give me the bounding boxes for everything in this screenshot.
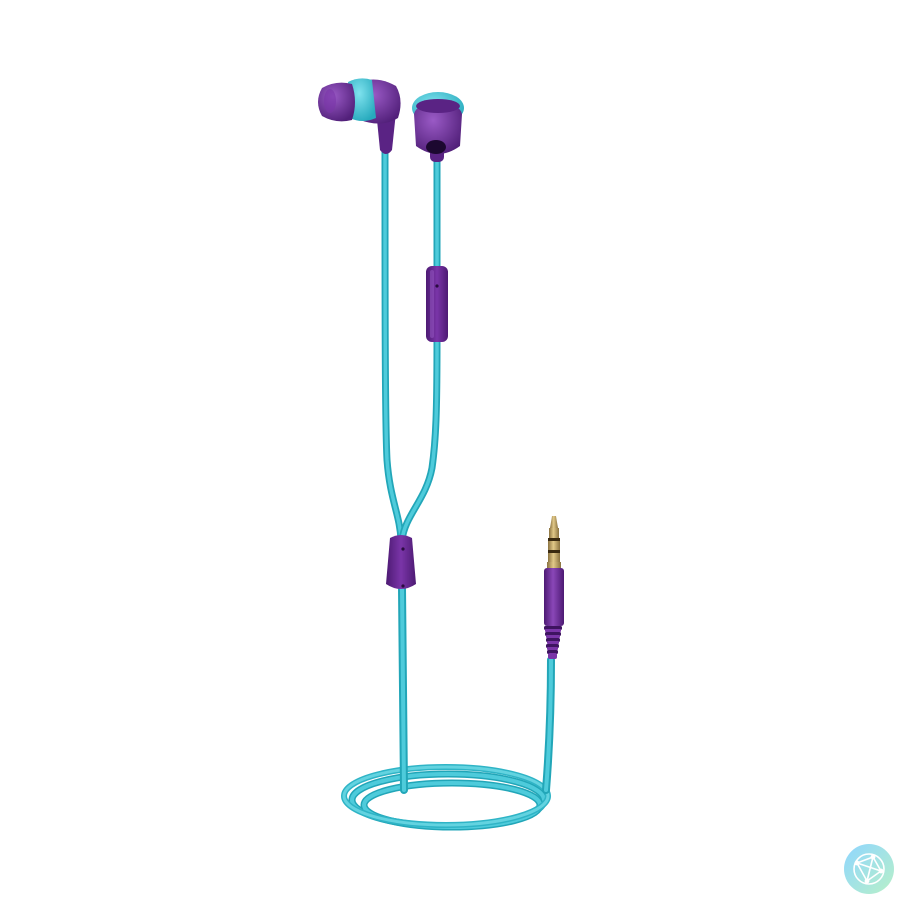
right-cable — [398, 154, 441, 544]
remote-mic-hole — [435, 284, 439, 288]
main-cable — [398, 584, 408, 794]
audio-jack-plug — [544, 516, 564, 659]
jack-cable — [542, 656, 555, 794]
right-earbud — [412, 92, 464, 162]
left-cable — [381, 146, 405, 544]
cable-coil — [341, 764, 551, 831]
globe-network-icon — [844, 844, 894, 894]
left-earbud — [318, 78, 401, 154]
inline-remote — [426, 266, 448, 342]
cable-splitter — [386, 535, 416, 589]
